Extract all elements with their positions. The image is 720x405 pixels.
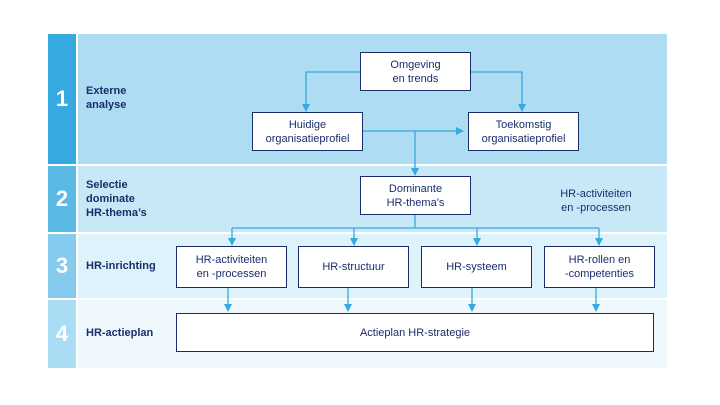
box-dominante-hr-themas: Dominante HR-thema’s (360, 176, 471, 215)
row-4-label: HR-actieplan (86, 327, 154, 339)
row-1-label: Externe analyse (86, 85, 127, 111)
box-actieplan-hr-strategie: Actieplan HR-strategie (176, 313, 654, 352)
row-2-number: 2 (48, 166, 76, 232)
arrow-omgeving-toekomstig (470, 71, 526, 112)
box-hr-structuur: HR-structuur (298, 246, 409, 288)
row-2-label: Selectie dominate HR-thema’s (86, 179, 147, 219)
arrow-omgeving-huidige (302, 71, 360, 112)
box-toekomstig-organisatieprofiel: Toekomstig organisatieprofiel (468, 112, 579, 151)
box-omgeving-en-trends: Omgeving en trends (360, 52, 471, 91)
row-1-number: 1 (48, 34, 76, 164)
box-hr-activiteiten: HR-activiteiten en -processen (176, 246, 287, 288)
box-huidige-organisatieprofiel: Huidige organisatieprofiel (252, 112, 363, 151)
box-hr-systeem: HR-systeem (421, 246, 532, 288)
row-3-label: HR-inrichting (86, 260, 156, 272)
box-hr-rollen-en-competenties: HR-rollen en -competenties (544, 246, 655, 288)
row-3-number: 3 (48, 234, 76, 298)
side-note-hr-activiteiten: HR-activiteiten en -processen (560, 188, 632, 214)
row-4-number: 4 (48, 300, 76, 368)
